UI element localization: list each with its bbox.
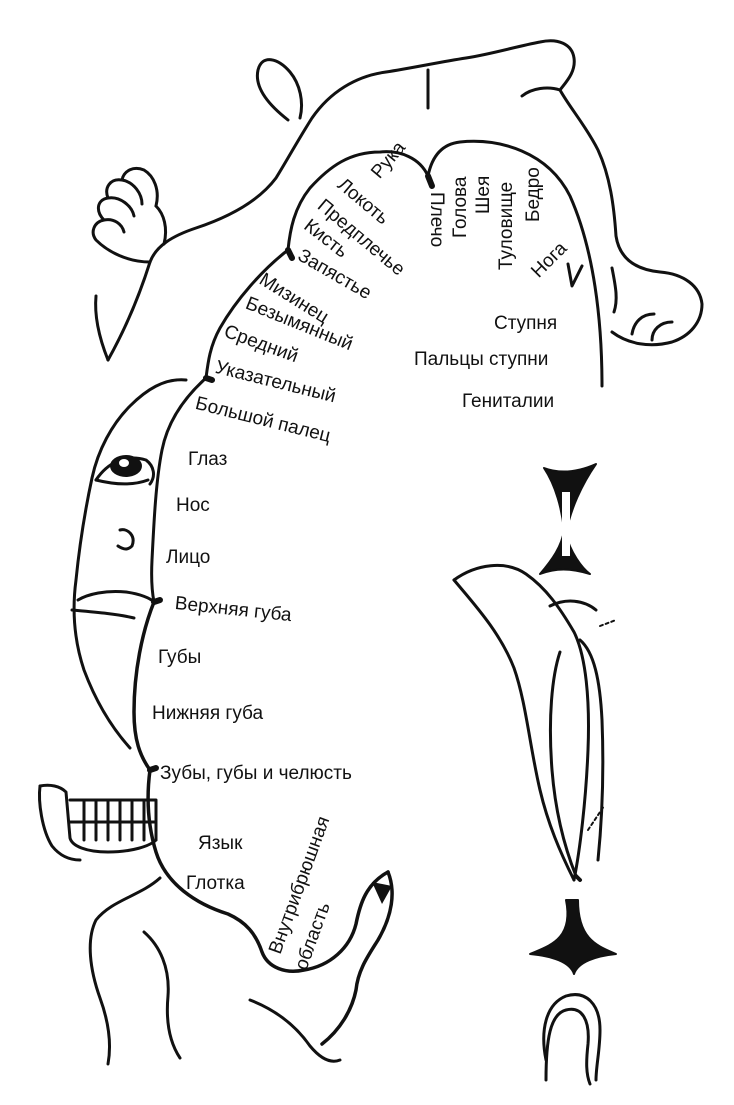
- leg-marker-icon: [566, 262, 584, 288]
- label-shoulder: Плечо: [426, 192, 447, 248]
- label-nose: Нос: [176, 495, 210, 516]
- homunculus-head: [255, 58, 304, 122]
- label-tongue: Язык: [198, 833, 243, 854]
- label-head: Голова: [450, 176, 471, 238]
- eye-icon: [110, 455, 142, 477]
- label-face: Лицо: [166, 547, 211, 568]
- label-toes: Пальцы ступни: [414, 349, 549, 370]
- label-lower-lip: Нижняя губа: [152, 703, 264, 724]
- homunculus-hand: [91, 166, 168, 264]
- label-genitals: Гениталии: [462, 391, 555, 412]
- label-trunk: Туловище: [496, 181, 517, 270]
- ventricle-structures: [452, 463, 617, 1086]
- pharynx-outline: [88, 876, 342, 1066]
- label-pharynx: Глотка: [186, 873, 245, 894]
- cortex-outline: [132, 139, 604, 973]
- intra-abdominal-region: [320, 870, 394, 1046]
- label-neck: Шея: [473, 175, 494, 214]
- face-profile: [70, 378, 188, 750]
- label-lips: Губы: [158, 647, 202, 668]
- label-eye: Глаз: [188, 449, 228, 470]
- jaw-icon: [38, 783, 158, 862]
- label-foot: Ступня: [494, 313, 558, 334]
- label-hip: Бедро: [523, 167, 544, 222]
- homunculus-body-outline: [94, 39, 704, 362]
- label-teeth-gums-jaw: Зубы, губы и челюсть: [160, 763, 352, 784]
